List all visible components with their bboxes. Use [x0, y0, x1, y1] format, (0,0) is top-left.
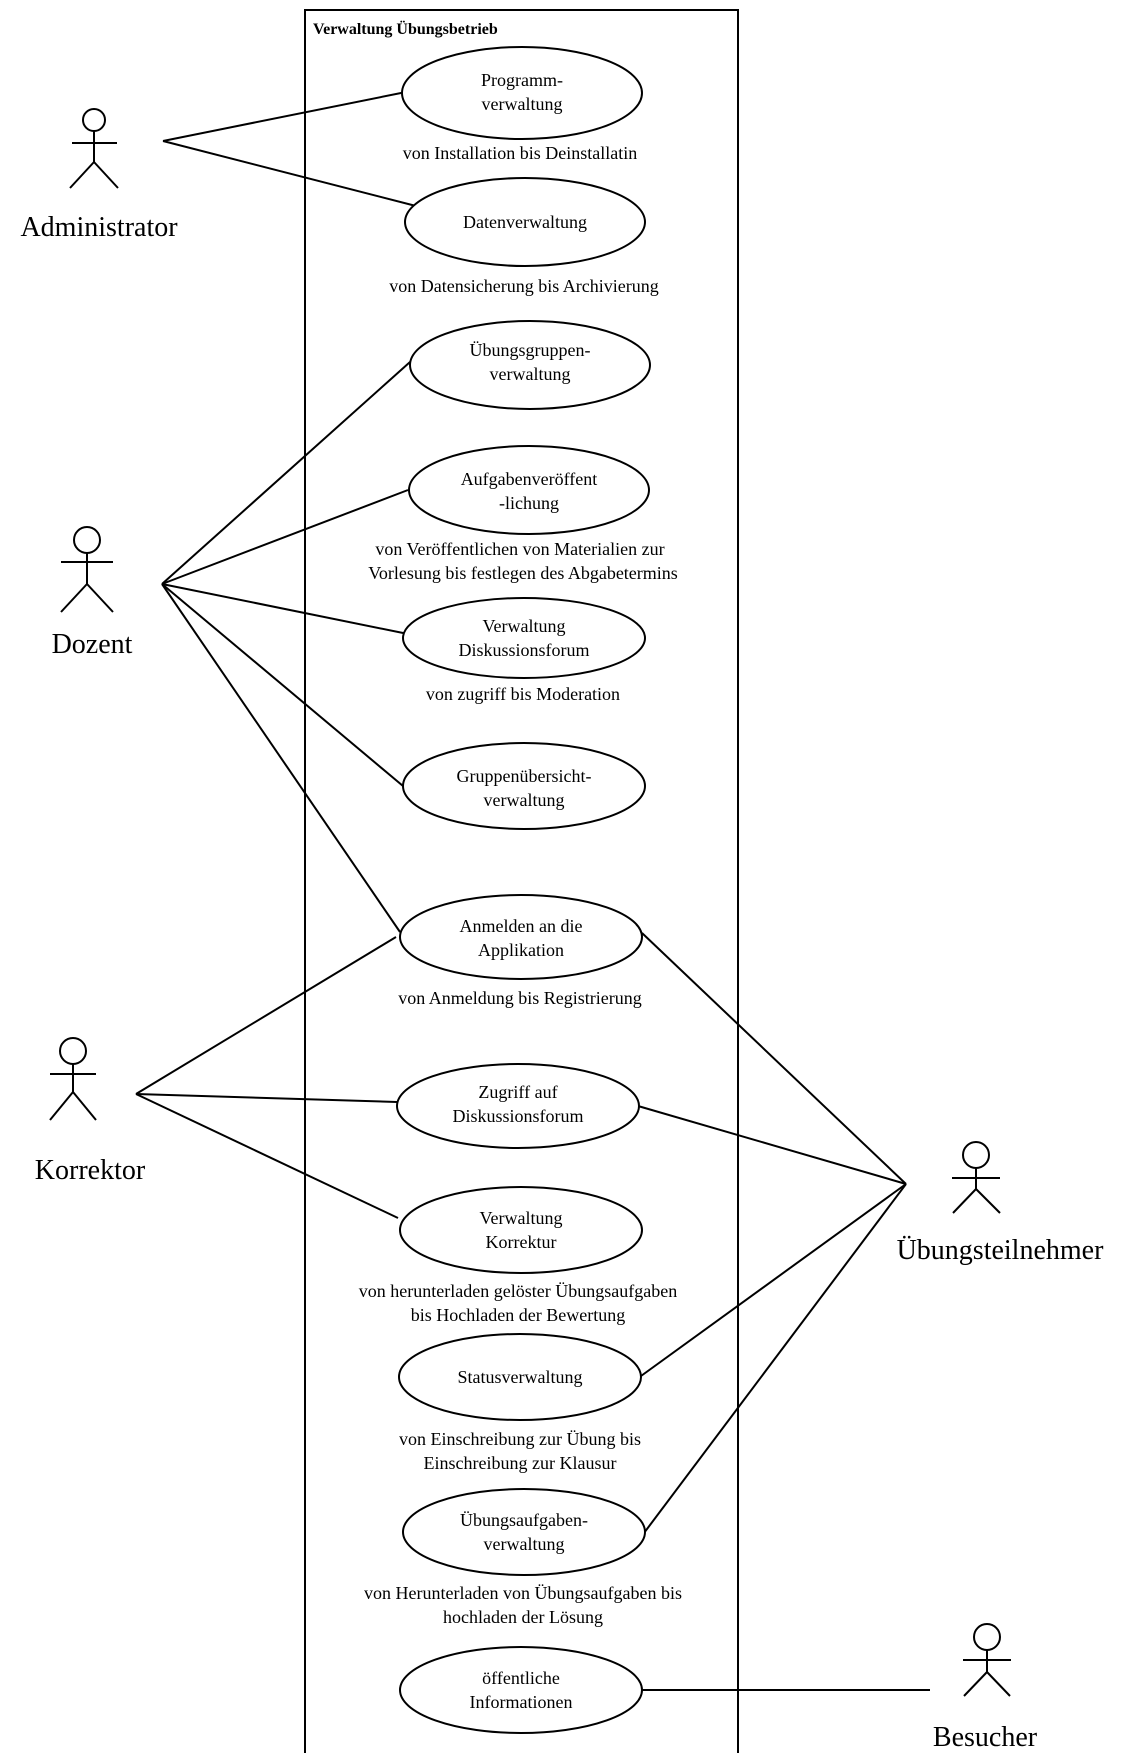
- use-case-label: Übungsaufgaben-: [460, 1510, 588, 1530]
- note-anmelden: von Anmeldung bis Registrierung: [398, 988, 641, 1008]
- actor-label-korrektor: Korrektor: [35, 1155, 146, 1186]
- use-case-label: verwaltung: [484, 790, 565, 810]
- use-case-label: Verwaltung: [480, 1208, 563, 1228]
- notes: von Installation bis Deinstallatin von D…: [359, 143, 682, 1627]
- actor-head-icon: [962, 1141, 990, 1169]
- use-case-label: Übungsgruppen-: [470, 340, 591, 360]
- note-aufgabenveroeffentlichung-1: von Veröffentlichen von Materialien zur: [375, 539, 664, 559]
- use-case-label: Diskussionsforum: [452, 1106, 583, 1126]
- use-case-label: Anmelden an die: [460, 916, 583, 936]
- use-case-label: Datenverwaltung: [463, 212, 587, 232]
- use-case-gruppenuebersichtverwaltung[interactable]: Gruppenübersicht- verwaltung: [402, 742, 646, 830]
- use-case-label: verwaltung: [482, 94, 563, 114]
- actor-head-icon: [973, 1623, 1001, 1651]
- use-case-label: Verwaltung: [483, 616, 566, 636]
- actor-uebungsteilnehmer[interactable]: [952, 1141, 1001, 1214]
- use-case-verwaltung-korrektur[interactable]: Verwaltung Korrektur: [399, 1186, 643, 1274]
- use-case-label: -lichung: [499, 493, 559, 513]
- assoc-teilnehmer-status: [640, 1183, 907, 1377]
- note-aufgabenveroeffentlichung-2: Vorlesung bis festlegen des Abgabetermin…: [368, 563, 678, 583]
- assoc-administrator-daten: [162, 140, 417, 207]
- note-verwaltung-diskussionsforum: von zugriff bis Moderation: [426, 684, 620, 704]
- actor-label-besucher: Besucher: [933, 1722, 1038, 1753]
- use-case-uebungsaufgabenverwaltung[interactable]: Übungsaufgaben- verwaltung: [402, 1488, 646, 1576]
- use-case-label: Zugriff auf: [478, 1082, 557, 1102]
- use-case-uebungsgruppenverwaltung[interactable]: Übungsgruppen- verwaltung: [409, 320, 651, 410]
- assoc-teilnehmer-uebungsaufgaben: [643, 1183, 907, 1534]
- assoc-teilnehmer-anmelden: [641, 932, 907, 1185]
- associations: [135, 91, 930, 1691]
- actor-label-dozent: Dozent: [52, 629, 133, 660]
- assoc-dozent-aufgaben: [161, 489, 409, 585]
- use-case-oeffentliche-informationen[interactable]: öffentliche Informationen: [399, 1646, 643, 1734]
- actor-head-icon: [82, 108, 106, 132]
- use-case-statusverwaltung[interactable]: Statusverwaltung: [398, 1333, 642, 1421]
- assoc-teilnehmer-forum: [637, 1105, 907, 1185]
- use-case-label: Programm-: [481, 70, 563, 90]
- use-case-programmverwaltung[interactable]: Programm- verwaltung: [401, 46, 643, 140]
- note-status-1: von Einschreibung zur Übung bis: [399, 1429, 641, 1449]
- assoc-dozent-anmelden: [161, 583, 401, 933]
- use-case-verwaltung-diskussionsforum[interactable]: Verwaltung Diskussionsforum: [402, 597, 646, 679]
- use-case-label: Korrektur: [486, 1232, 557, 1252]
- note-programmverwaltung: von Installation bis Deinstallatin: [403, 143, 637, 163]
- actor-label-administrator: Administrator: [20, 212, 178, 243]
- actor-besucher[interactable]: [963, 1623, 1011, 1697]
- use-case-label: Informationen: [470, 1692, 573, 1712]
- note-korrektur-2: bis Hochladen der Bewertung: [411, 1305, 625, 1325]
- use-case-datenverwaltung[interactable]: Datenverwaltung: [404, 177, 646, 267]
- assoc-korrektor-forum: [135, 1093, 398, 1103]
- use-case-label: Statusverwaltung: [458, 1367, 583, 1387]
- assoc-dozent-gruppen: [161, 361, 411, 585]
- actor-head-icon: [73, 526, 101, 554]
- assoc-dozent-gruppenuebersicht: [161, 583, 404, 787]
- actor-head-icon: [59, 1037, 87, 1065]
- use-case-label: Diskussionsforum: [458, 640, 589, 660]
- actor-dozent[interactable]: [60, 526, 114, 613]
- assoc-korrektor-korrektur: [135, 1093, 399, 1219]
- use-case-label: öffentliche: [482, 1668, 560, 1688]
- assoc-korrektor-anmelden: [135, 936, 397, 1095]
- use-case-label: Aufgabenveröffent: [461, 469, 598, 489]
- use-case-label: verwaltung: [484, 1534, 565, 1554]
- assoc-administrator-programm: [162, 91, 407, 142]
- system-boundary: [304, 9, 739, 1753]
- use-case-label: verwaltung: [490, 364, 571, 384]
- assoc-dozent-forum-verwaltung: [161, 583, 409, 635]
- note-korrektur-1: von herunterladen gelöster Übungsaufgabe…: [359, 1281, 677, 1301]
- system-title: Verwaltung Übungsbetrieb: [313, 20, 498, 38]
- use-case-aufgabenveroeffentlichung[interactable]: Aufgabenveröffent -lichung: [408, 445, 650, 535]
- use-case-zugriff-diskussionsforum[interactable]: Zugriff auf Diskussionsforum: [396, 1063, 640, 1149]
- note-datenverwaltung: von Datensicherung bis Archivierung: [389, 276, 658, 296]
- note-status-2: Einschreibung zur Klausur: [424, 1453, 617, 1473]
- use-case-anmelden-applikation[interactable]: Anmelden an die Applikation: [399, 894, 643, 980]
- actor-label-uebungsteilnehmer: Übungsteilnehmer: [897, 1235, 1105, 1266]
- use-case-label: Gruppenübersicht-: [457, 766, 592, 786]
- note-uebungsaufgaben-1: von Herunterladen von Übungsaufgaben bis: [364, 1583, 682, 1603]
- note-uebungsaufgaben-2: hochladen der Lösung: [443, 1607, 603, 1627]
- use-case-label: Applikation: [478, 940, 564, 960]
- actor-korrektor[interactable]: [49, 1037, 97, 1121]
- use-cases: Programm- verwaltung Datenverwaltung Übu…: [396, 46, 651, 1734]
- actor-administrator[interactable]: [69, 108, 119, 189]
